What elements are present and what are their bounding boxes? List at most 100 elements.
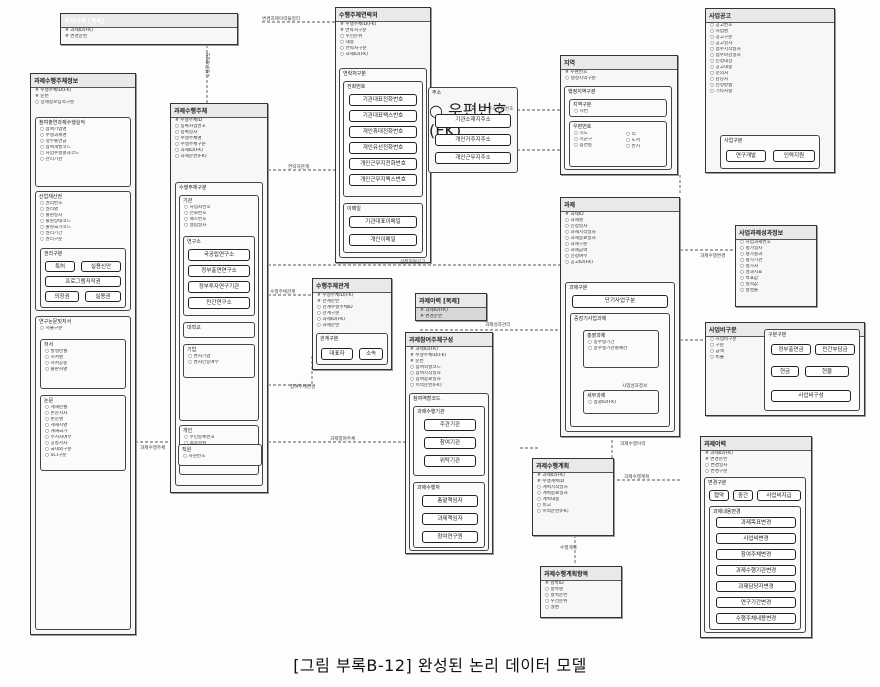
entity-performer[interactable]: 과제수행주체 # 수행주체ID ○ 등록사업번호 ○ 등록일자 ○ 수행주체명 … (170, 103, 268, 493)
entity-project[interactable]: 과제 # 과제ID ○ 과제명 ○ 신청일자 ○ 과제시작일자 ○ 과제종료일자… (560, 197, 680, 437)
entity-attr: ○ 평가일자 (740, 246, 763, 251)
fax-org-box[interactable]: 기관대표팩스번호 (349, 110, 417, 122)
subtype-staff[interactable]: 직원 ○ 사원번호 (178, 444, 262, 466)
subtype-region-type[interactable]: 행정지역구분 지역구분 ○ 지번 우편번호 ○ 시도 ○ 시군구 ○ 읍면동 ○… (564, 86, 672, 170)
subtype-phone[interactable]: 전화번호 기관대표전화번호 기관대표팩스번호 개인휴대전화번호 개인유선전화번호… (343, 81, 423, 197)
history-pay-box[interactable]: 사업비지급 (757, 490, 801, 501)
subtype-address[interactable]: 주소 ○ 우편번호(FK) 기관소재지주소 개인거주지주소 개인근무지주소 (428, 87, 518, 173)
subtype-project-type[interactable]: 과제구분 단기사업구분 중장기사업과제 총괄과제 ○ 총수행기간 ○ 총수행기관… (565, 282, 675, 432)
entity-plan-item[interactable]: 과제수행계획항목 # 항목ID ○ 항목명 ○ 항목순번 ○ 우선순위 ○ 설명 (540, 566, 622, 618)
history-agreement-box[interactable]: 협약 (709, 490, 729, 501)
institute-private-box[interactable]: 민간연구소 (188, 297, 250, 309)
subtype-zipcode[interactable]: 우편번호 ○ 시도 ○ 시군구 ○ 읍면동 ○ 리 ○ 도서 ○ 번지 (569, 121, 667, 167)
entity-performer-info[interactable]: 과제수행주체정보 # 수행주체ID(FK) # 순번 ○ 상세정보입력구분 참여… (30, 73, 136, 635)
subtype-project-total[interactable]: 총괄과제 ○ 총수행기간 ○ 총수행기관별예산 (583, 330, 659, 368)
subtype-institute[interactable]: 연구소 국공립연구소 정부출연연구소 정부투자연구기관 민간연구소 (183, 236, 255, 316)
subtype-project-mid[interactable]: 중장기사업과제 총괄과제 ○ 총수행기간 ○ 총수행기관별예산 세부과제 ○ 총… (570, 313, 670, 427)
subtype-university[interactable]: 대학교 (183, 322, 255, 338)
subtype-notice-type[interactable]: 사업구분 연구개발 인력지원 (720, 135, 820, 169)
subtype-contact-type[interactable]: 연락처구분 전화번호 기관대표전화번호 기관대표팩스번호 개인휴대전화번호 개인… (339, 68, 427, 258)
change-org-box[interactable]: 과제수행기관변경 (716, 565, 796, 576)
fee-cash-box[interactable]: 현금 (771, 366, 799, 377)
entity-history[interactable]: 과제이력 # 과제ID(FK) # 변경순번 ○ 변경일자 ○ 변경구분 변경구… (700, 436, 812, 638)
phone-mobile-box[interactable]: 개인휴대전화번호 (349, 126, 417, 138)
subtype-paper-book[interactable]: 연구논문및저서 ○ 저술구분 저서 ○ 발행년월 ○ 저서명 ○ 저서공동 ○ … (35, 316, 131, 630)
subtype-relation-type[interactable]: 관계구분 대표자 소속 (316, 333, 388, 365)
subtype-thesis[interactable]: 논문 ○ 게재년월 ○ 논문저자 ○ 논문명 ○ 게재지명 ○ 게재국가 ○ 주… (40, 395, 126, 471)
address-home-box[interactable]: 개인거주지주소 (435, 134, 511, 146)
entity-attr: ○ 저서명 (45, 355, 64, 360)
address-org-box[interactable]: 기관소재지주소 (435, 114, 511, 128)
rights-program-box[interactable]: 프로그램저작권 (45, 276, 121, 287)
change-period-box[interactable]: 연구기간변경 (716, 597, 796, 608)
subtype-ip-rights[interactable]: 산업재산권 ○ 권리번호 ○ 권리명 ○ 출원일자 ○ 출원상태코드 ○ 출원국… (35, 191, 131, 311)
rights-practical-box[interactable]: 실용권 (85, 291, 121, 302)
subtype-rights-type[interactable]: 권리구분 특허 실용신안 프로그램저작권 의장권 실용권 (40, 248, 126, 308)
entity-plan[interactable]: 과제수행계획 # 과제ID(FK) # 수행계획ID ○ 계획시작일자 ○ 계획… (532, 458, 614, 536)
change-participant-box[interactable]: 참여주체변경 (716, 549, 796, 560)
subtype-project-detail[interactable]: 세부과제 ○ 총괄ID(FK) (583, 390, 659, 414)
role-partner-box[interactable]: 참여기관 (424, 437, 476, 449)
entity-history-copy-mid[interactable]: 과제이력 [복제] # 과제ID(FK) # 변경순번 (415, 293, 487, 321)
role-manager-box[interactable]: 과제책임자 (422, 513, 478, 525)
entity-contact[interactable]: 수행주체연락처 # 수행주체ID(FK) # 연락처구분 ○ 우선순위 ○ 내용… (335, 7, 431, 263)
entity-review[interactable]: 사업과제성과정보 ○ 사업과제번호 ○ 평가일자 ○ 평가결과 ○ 평가기관 ○… (735, 225, 817, 307)
institute-public-box[interactable]: 국공립연구소 (188, 249, 250, 261)
phone-wired-box[interactable]: 개인유선전화번호 (349, 142, 417, 154)
entity-attr: # 변경순번 (420, 314, 443, 319)
change-manager-box[interactable]: 과제담당자변경 (716, 581, 796, 592)
relation-belong-box[interactable]: 소속 (359, 348, 383, 360)
role-consign-box[interactable]: 위탁기관 (424, 455, 476, 467)
relation-rep-box[interactable]: 대표자 (321, 348, 353, 360)
subtype-book[interactable]: 저서 ○ 발행년월 ○ 저서명 ○ 저서공동 ○ 출판사명 (40, 339, 126, 389)
subtype-role-person[interactable]: 과제수행자 총괄책임자 과제책임자 참여연구원 (413, 482, 485, 548)
subtype-history-sub[interactable]: 과제내용변경 과제목표변경 사업비변경 참여주체변경 과제수행기관변경 과제담당… (709, 506, 801, 630)
rights-patent-box[interactable]: 특허 (45, 261, 75, 272)
entity-attr: # 과제ID (565, 212, 584, 217)
email-person-box[interactable]: 개인이메일 (349, 234, 417, 246)
entity-attr: ○ 행정지역구분 (565, 76, 596, 81)
role-chief-box[interactable]: 총괄책임자 (422, 495, 478, 507)
subtype-role-org[interactable]: 과제수행기관 주관기관 참여기관 위탁기관 (413, 406, 485, 476)
change-goal-box[interactable]: 과제목표변경 (716, 517, 796, 528)
entity-attr: ○ 항목명 (545, 587, 564, 592)
entity-performer-relation[interactable]: 수행주체관계 # 수행주체ID(FK) # 관계순번 ○ 관계수행주체ID ○ … (312, 278, 392, 370)
subtype-role[interactable]: 참여역할코드 과제수행기관 주관기관 참여기관 위탁기관 과제수행자 총괄책임자… (409, 393, 489, 551)
fee-private-box[interactable]: 민간부담금 (815, 344, 855, 355)
history-mid-box[interactable]: 중간 (733, 490, 753, 501)
change-budget-box[interactable]: 사업비변경 (716, 533, 796, 544)
fee-compose-box[interactable]: 사업비구성 (771, 390, 851, 402)
role-lead-box[interactable]: 주관기관 (424, 419, 476, 431)
entity-history-copy-top[interactable]: 과제이력 [복제] # 과제ID(FK) # 변경순번 (60, 13, 238, 45)
entity-attr: ○ 공고내용 (710, 65, 733, 70)
subtype-org[interactable]: 기관 ○ 사업자번호 ○ 전화번호 ○ 팩스번호 ○ 설립일자 연구소 국공립연… (179, 195, 259, 421)
institute-gov-box[interactable]: 정부출연연구소 (188, 265, 250, 277)
phone-work-box[interactable]: 개인근무지전화번호 (349, 158, 417, 170)
rights-design-box[interactable]: 의장권 (45, 291, 79, 302)
entity-notice[interactable]: 사업공고 ○ 공고번호 ○ 사업명 ○ 공고구분 ○ 공고일자 ○ 접수시작일자… (705, 8, 835, 173)
change-content-box[interactable]: 수행주체내용변경 (716, 613, 796, 624)
subtype-company[interactable]: 기업 ○ 벤처기업 ○ 벤처인증여부 (183, 344, 255, 378)
subtype-region-code[interactable]: 지역구분 ○ 지번 (569, 99, 667, 117)
subtype-performer-type[interactable]: 수행주체구분 기관 ○ 사업자번호 ○ 전화번호 ○ 팩스번호 ○ 설립일자 연… (175, 182, 263, 486)
institute-invest-box[interactable]: 정부투자연구기관 (188, 281, 250, 293)
fee-goods-box[interactable]: 현물 (805, 366, 849, 377)
subtype-history-type[interactable]: 변경구분 협약 중간 사업비지급 과제내용변경 과제목표변경 사업비변경 참여주… (704, 477, 806, 633)
entity-attr: ○ 계획내용 (537, 497, 560, 502)
subtype-fee-inner[interactable]: 구분구분 정부출연금 민간부담금 현금 현물 사업비구성 (764, 329, 860, 411)
fax-work-box[interactable]: 개인근무지팩스번호 (349, 174, 417, 186)
entity-participant[interactable]: 과제참여주체구성 # 과제ID(FK) # 수행주체ID(FK) # 순번 ○ … (405, 332, 493, 554)
project-short-box[interactable]: 단기사업구분 (572, 295, 668, 308)
address-work-box[interactable]: 개인근무지주소 (435, 152, 511, 164)
entity-region[interactable]: 지역 # 우편번호 ○ 행정지역구분 행정지역구분 지역구분 ○ 지번 우편번호… (560, 55, 678, 175)
notice-rnd-box[interactable]: 연구개발 (726, 150, 766, 162)
entity-fee-type[interactable]: 사업비구분 ○ 사업비구분 ○ 구분 ○ 금액 ○ 비율 구분구분 정부출연금 … (705, 322, 865, 416)
email-org-box[interactable]: 기관대표이메일 (349, 216, 417, 228)
notice-hr-box[interactable]: 인력지원 (773, 150, 815, 162)
subtype-email[interactable]: 이메일 기관대표이메일 개인이메일 (343, 203, 423, 253)
rights-utility-box[interactable]: 실용신안 (81, 261, 121, 272)
fee-gov-box[interactable]: 정부출연금 (771, 344, 811, 355)
phone-org-box[interactable]: 기관대표전화번호 (349, 94, 417, 106)
subtype-project-record[interactable]: 참여출연과제수행실적 ○ 참여기업명 ○ 수행과제명 ○ 정부출연금 ○ 참여개… (35, 117, 131, 187)
role-researcher-box[interactable]: 참여연구원 (422, 531, 478, 543)
